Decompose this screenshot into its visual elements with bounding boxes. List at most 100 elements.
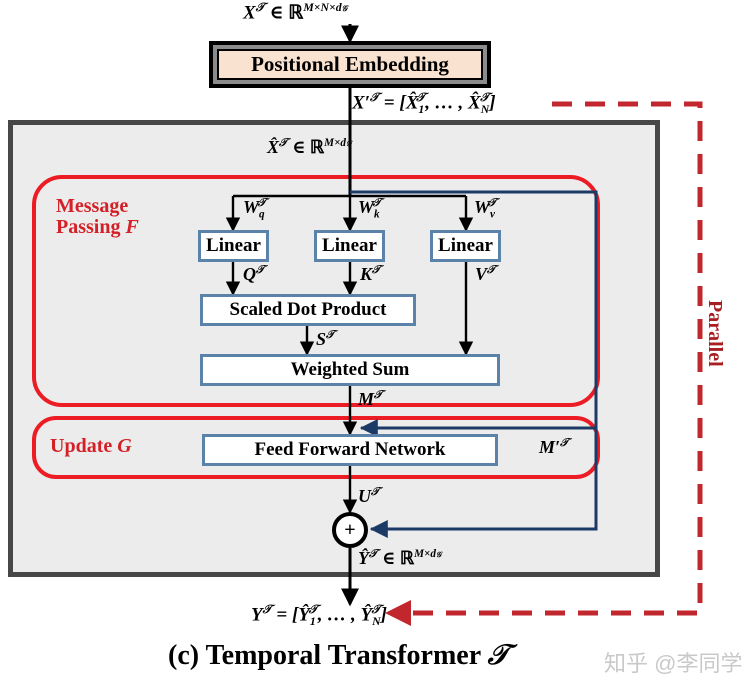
message-passing-group-label: Message Passing F — [56, 196, 139, 238]
input-tensor-dims: M×N×d — [303, 1, 342, 14]
yout-lhs-sup: 𝒯 — [262, 603, 272, 616]
k-base: K — [360, 264, 373, 284]
xprime-mid: , … , X̂ — [425, 92, 481, 114]
q-sup: 𝒯 — [256, 264, 265, 276]
update-label: Update — [50, 435, 113, 457]
yout-close: ] — [380, 604, 387, 626]
distribution-bar — [225, 194, 474, 232]
xhat-dims-sub: 𝒢 — [346, 139, 352, 148]
yhat-rest: ∈ ℝ — [377, 548, 415, 568]
v-sup: 𝒯 — [487, 264, 496, 276]
parallel-dashed-loop — [384, 101, 703, 626]
input-tensor-var: X — [243, 2, 256, 24]
yout-supn: 𝒯 — [371, 603, 381, 616]
linear-v-label: Linear — [438, 235, 493, 256]
wk-sub: k — [374, 208, 380, 221]
w-v-label: Wv𝒯 — [474, 197, 497, 221]
xhat-dims: M×d — [324, 137, 347, 149]
message-passing-line1: Message — [56, 195, 129, 217]
watermark: 知乎 @李同学 — [604, 646, 742, 678]
input-tensor-rest: ∈ ℝ — [264, 2, 304, 24]
yhat-sup: 𝒯 — [369, 548, 378, 560]
message-passing-symbol: F — [125, 216, 139, 238]
xprime-lhs: X′ — [352, 92, 371, 114]
update-group-label: Update G — [50, 436, 132, 457]
yout-mid: , … , Ŷ — [317, 604, 373, 626]
wv-sup: 𝒯 — [487, 197, 497, 209]
xprime-supn: 𝒯 — [480, 91, 490, 104]
u-label: U𝒯 — [358, 486, 380, 506]
parallel-text: Parallel — [704, 300, 726, 367]
xprime-sup1: 𝒯 — [416, 91, 426, 104]
add-operator-node[interactable]: + — [332, 512, 368, 548]
xprime-eq: = [X̂ — [379, 92, 419, 114]
k-label: K𝒯 — [360, 264, 381, 284]
yhat-var: Ŷ — [358, 548, 369, 568]
u-sup: 𝒯 — [371, 486, 380, 498]
linear-v-box[interactable]: Linear — [430, 230, 501, 262]
input-tensor-label: X𝒯 ∈ ℝM×N×d𝒢 — [243, 1, 348, 24]
yout-sup1: 𝒯 — [308, 603, 318, 616]
u-base: U — [358, 486, 371, 506]
message-passing-line2: Passing — [56, 216, 121, 238]
weighted-sum-box[interactable]: Weighted Sum — [200, 354, 500, 386]
x-hat-label: X̂𝒯 ∈ ℝM×d𝒢 — [267, 137, 352, 157]
message-passing-group — [32, 175, 600, 407]
s-label: S𝒯 — [316, 329, 335, 349]
yout-lhs: Y — [251, 604, 263, 626]
parallel-label: Parallel — [703, 300, 726, 367]
q-base: Q — [243, 264, 256, 284]
xprime-lhs-sup: 𝒯 — [370, 91, 380, 104]
after-pos-embed-label: X′𝒯 = [X̂1𝒯, … , X̂N𝒯] — [352, 92, 496, 116]
scaled-dot-product-box[interactable]: Scaled Dot Product — [200, 294, 416, 326]
xprime-subn: N — [480, 103, 490, 117]
m-base: M — [358, 389, 375, 409]
linear-q-label: Linear — [206, 235, 261, 256]
v-base: V — [475, 264, 488, 284]
update-symbol: G — [117, 435, 132, 457]
wk-sup: 𝒯 — [372, 197, 382, 209]
wq-sup: 𝒯 — [257, 197, 267, 209]
caption-text: (c) Temporal Transformer — [168, 640, 481, 671]
m-prime-label: M′𝒯 — [539, 437, 569, 457]
s-base: S — [316, 329, 327, 349]
linear-k-box[interactable]: Linear — [314, 230, 385, 262]
caption-symbol: 𝒯 — [487, 640, 510, 671]
wk-base: W — [358, 197, 375, 217]
w-q-label: Wq𝒯 — [243, 197, 267, 221]
feed-forward-network-box[interactable]: Feed Forward Network — [202, 434, 498, 466]
xhat-rest: ∈ ℝ — [287, 137, 325, 157]
linear-q-box[interactable]: Linear — [198, 230, 269, 262]
y-hat-label: Ŷ𝒯 ∈ ℝM×d𝒢 — [358, 548, 442, 568]
xhat-var: X̂ — [267, 137, 280, 157]
yout-sub1: 1 — [309, 615, 316, 629]
wq-sub: q — [259, 208, 265, 221]
m-sup: 𝒯 — [374, 389, 383, 401]
watermark-text: 知乎 @李同学 — [604, 651, 743, 676]
input-tensor-dims-sub: 𝒢 — [341, 4, 348, 13]
positional-embedding-label: Positional Embedding — [251, 52, 449, 76]
v-label: V𝒯 — [475, 264, 496, 284]
linear-k-label: Linear — [322, 235, 377, 256]
input-tensor-sup: 𝒯 — [255, 1, 265, 14]
update-group — [32, 416, 600, 479]
yhat-dims-sub: 𝒢 — [436, 550, 442, 559]
yhat-dims: M×d — [414, 548, 436, 560]
positional-embedding-box[interactable]: Positional Embedding — [209, 41, 491, 88]
q-label: Q𝒯 — [243, 264, 265, 284]
wv-sub: v — [490, 208, 495, 221]
w-k-label: Wk𝒯 — [358, 197, 382, 221]
figure-caption: (c) Temporal Transformer 𝒯 — [168, 640, 509, 672]
wv-base: W — [474, 197, 491, 217]
xprime-close: ] — [489, 92, 496, 114]
scaled-dot-product-label: Scaled Dot Product — [229, 299, 387, 320]
add-operator-label: + — [344, 518, 356, 541]
m-label: M𝒯 — [358, 389, 383, 409]
weighted-sum-label: Weighted Sum — [290, 359, 410, 380]
s-sup: 𝒯 — [326, 329, 335, 341]
yout-subn: N — [372, 615, 381, 629]
mprime-base: M′ — [539, 437, 561, 457]
output-tensor-label: Y𝒯 = [Ŷ1𝒯, … , ŶN𝒯] — [251, 604, 387, 628]
